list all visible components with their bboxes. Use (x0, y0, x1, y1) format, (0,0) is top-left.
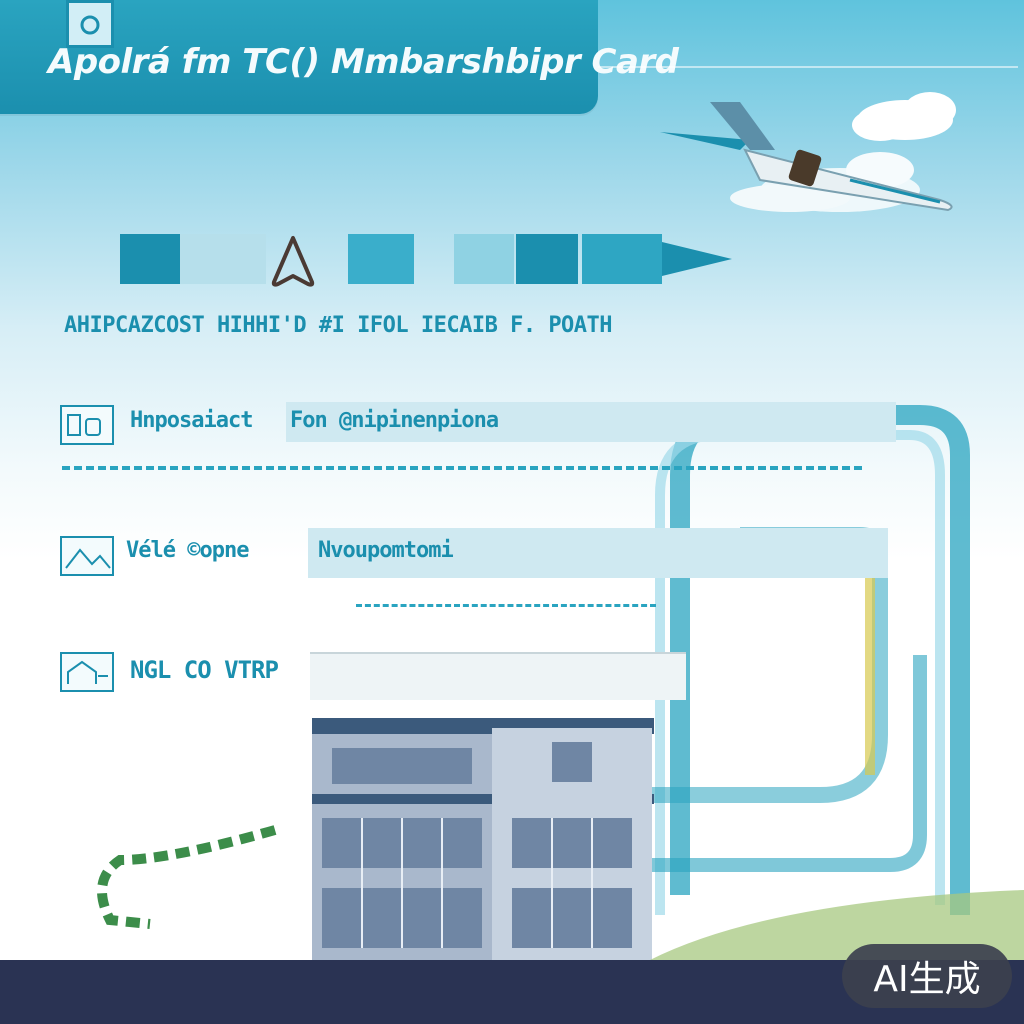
field-value: Fon @nipinenpiona (290, 408, 499, 433)
text-field[interactable] (286, 402, 896, 442)
cloud-icon (852, 92, 956, 141)
dashed-divider (62, 466, 862, 470)
card-lock-icon (80, 15, 100, 35)
arc-decoration (97, 825, 277, 929)
building-illustration (312, 718, 654, 962)
dashed-divider (356, 604, 656, 607)
row-icon-card (60, 405, 114, 445)
toolbar-block (348, 234, 414, 284)
field-value: Nvoupomtomi (318, 538, 454, 563)
text-field[interactable] (310, 652, 686, 700)
toolbar-block (120, 234, 180, 284)
landscape-icon (65, 548, 111, 569)
toolbar-block (582, 234, 662, 284)
toolbar-block (454, 234, 514, 284)
row-label: NGL CO VTRP (130, 656, 279, 684)
airplane-illustration (660, 92, 956, 212)
airplane-icon (660, 102, 953, 212)
row-icon-landscape (60, 536, 114, 576)
toolbar-block (516, 234, 578, 284)
row-icon-house (60, 652, 114, 692)
text-field[interactable] (308, 528, 888, 578)
page-title: Apolrá fm TC() Mmbarshbipr Card (48, 42, 679, 82)
toolbar-block (180, 234, 266, 284)
row-label: Vélé ©opne (126, 538, 249, 563)
title-divider (598, 66, 1018, 68)
subtitle: AHIPCAZCOST HIHHI'D #I IFOL IECAIB F. PO… (64, 313, 613, 338)
house-icon (67, 660, 108, 684)
ai-generated-badge: AI生成 (842, 944, 1012, 1008)
card-icon[interactable] (66, 0, 114, 48)
letter-a-icon[interactable] (268, 232, 318, 288)
pencil-arrow-icon[interactable] (662, 236, 732, 282)
row-label: Hnposaiact (130, 408, 253, 433)
hill-decoration (650, 890, 1024, 960)
card-id-icon (67, 414, 101, 436)
